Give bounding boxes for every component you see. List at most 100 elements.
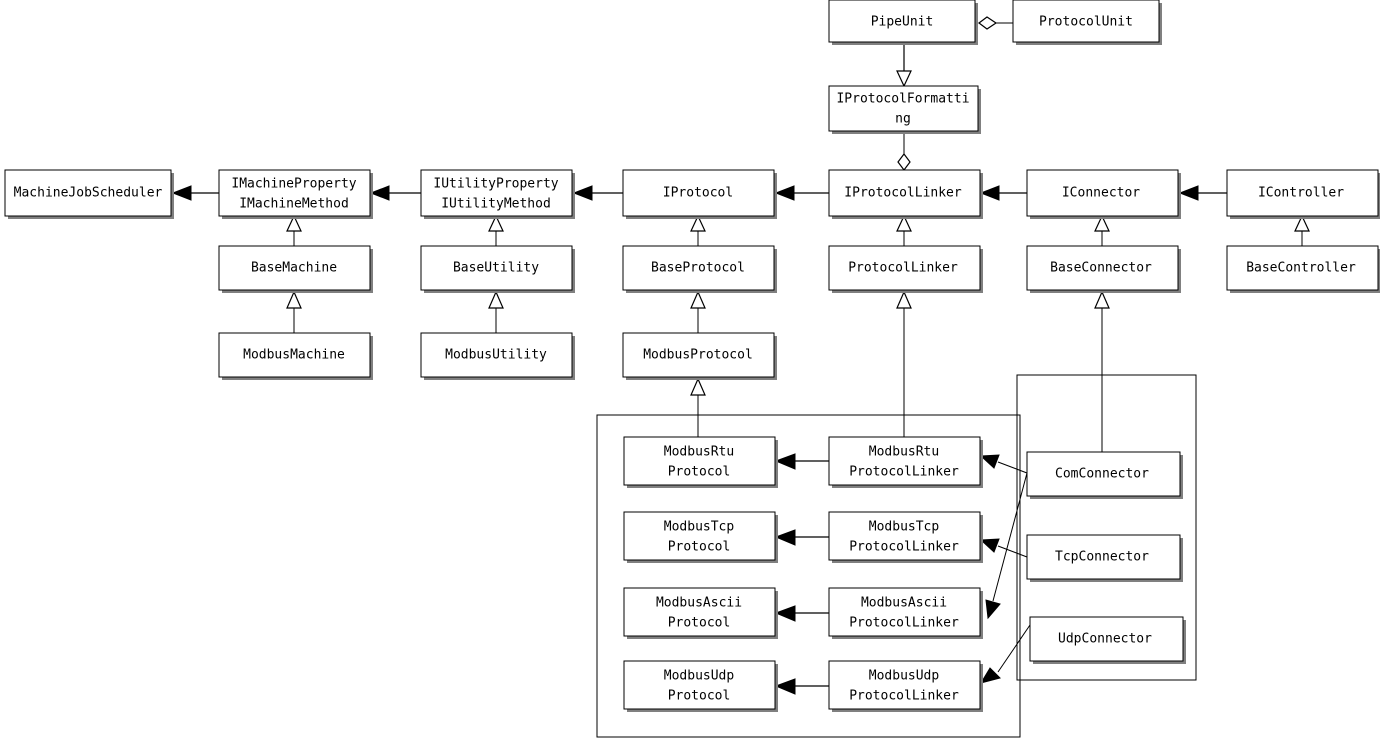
- node-machine-job-scheduler[interactable]: MachineJobScheduler: [4, 169, 174, 219]
- node-iprotocol-formatting[interactable]: IProtocolFormatti ng: [828, 85, 981, 134]
- node-pipe-unit[interactable]: PipeUnit: [828, 0, 978, 45]
- node-iutility-property-method[interactable]: IUtilityProperty IUtilityMethod: [420, 169, 575, 219]
- node-label-line1: IUtilityProperty: [433, 177, 558, 192]
- node-label: ComConnector: [1055, 467, 1149, 482]
- arrowhead-solid: [774, 453, 796, 470]
- node-label: PipeUnit: [871, 15, 934, 30]
- arrowhead-solid: [369, 185, 390, 201]
- node-label-line1: ModbusAscii: [656, 596, 742, 611]
- arrowhead-solid: [774, 678, 796, 695]
- node-icontroller[interactable]: IController: [1226, 169, 1380, 219]
- node-label: BaseMachine: [251, 261, 337, 276]
- node-iprotocol-linker[interactable]: IProtocolLinker: [828, 169, 983, 219]
- group-connectors: [1016, 374, 1197, 681]
- node-modbus-rtu-protocol[interactable]: ModbusRtu Protocol: [623, 436, 778, 488]
- node-label: MachineJobScheduler: [14, 186, 163, 201]
- node-protocol-linker[interactable]: ProtocolLinker: [828, 245, 983, 293]
- edge-comconnector-asciilinker: [992, 472, 1028, 602]
- node-modbus-udp-protocol[interactable]: ModbusUdp Protocol: [623, 660, 778, 712]
- node-label: IProtocolLinker: [844, 186, 962, 201]
- group-modbus-protocols: [596, 414, 1021, 738]
- node-modbus-rtu-protocol-linker[interactable]: ModbusRtu ProtocolLinker: [828, 436, 983, 488]
- arrowhead-hollow-triangle: [896, 70, 912, 88]
- arrowhead-hollow-triangle: [1094, 214, 1110, 232]
- arrowhead-aggregation-diamond: [897, 153, 911, 171]
- node-udp-connector[interactable]: UdpConnector: [1029, 616, 1186, 664]
- node-label-line1: ModbusRtu: [869, 445, 939, 460]
- node-label-line2: ProtocolLinker: [849, 465, 959, 480]
- node-base-protocol[interactable]: BaseProtocol: [622, 245, 777, 293]
- arrowhead-solid: [979, 538, 1000, 553]
- node-label: IController: [1258, 186, 1344, 201]
- node-label: ProtocolUnit: [1039, 15, 1133, 30]
- arrowhead-solid: [774, 529, 796, 546]
- node-label-line2: ProtocolLinker: [849, 689, 959, 704]
- node-label: ProtocolLinker: [848, 261, 958, 276]
- node-label-line1: ModbusAscii: [861, 596, 947, 611]
- node-label: IProtocol: [663, 186, 733, 201]
- node-tcp-connector[interactable]: TcpConnector: [1026, 534, 1183, 582]
- node-modbus-utility[interactable]: ModbusUtility: [420, 332, 575, 380]
- node-label-line1: ModbusRtu: [664, 445, 734, 460]
- node-label: UdpConnector: [1058, 632, 1152, 647]
- arrowhead-hollow-triangle: [286, 214, 302, 232]
- node-label-line2: ProtocolLinker: [849, 540, 959, 555]
- node-base-utility[interactable]: BaseUtility: [420, 245, 575, 293]
- node-label-line1: ModbusUdp: [664, 669, 735, 684]
- node-imachine-property-method[interactable]: IMachineProperty IMachineMethod: [218, 169, 373, 219]
- node-label-line2: ng: [895, 112, 911, 127]
- arrowhead-hollow-triangle: [488, 214, 504, 232]
- node-modbus-tcp-protocol-linker[interactable]: ModbusTcp ProtocolLinker: [828, 511, 983, 563]
- node-label-line1: ModbusTcp: [869, 520, 940, 535]
- arrowhead-hollow-triangle: [690, 290, 706, 309]
- node-com-connector[interactable]: ComConnector: [1026, 451, 1183, 499]
- node-base-connector[interactable]: BaseConnector: [1026, 245, 1181, 293]
- arrowhead-hollow-triangle: [896, 214, 912, 232]
- node-label-line2: Protocol: [668, 689, 731, 704]
- node-label-line2: Protocol: [668, 616, 731, 631]
- node-label-line1: IProtocolFormatti: [836, 92, 969, 107]
- node-label-line2: Protocol: [668, 540, 731, 555]
- arrowhead-solid: [979, 667, 1001, 684]
- node-label: ModbusProtocol: [643, 348, 753, 363]
- node-modbus-tcp-protocol[interactable]: ModbusTcp Protocol: [623, 511, 778, 563]
- arrowhead-hollow-triangle: [1294, 214, 1310, 232]
- node-label-line1: ModbusUdp: [869, 669, 940, 684]
- arrowhead-hollow-triangle: [1094, 290, 1110, 309]
- edge-udpconnector-udplinker: [997, 624, 1031, 673]
- arrowhead-solid: [985, 599, 1001, 620]
- node-modbus-udp-protocol-linker[interactable]: ModbusUdp ProtocolLinker: [828, 660, 983, 712]
- node-label: BaseController: [1246, 261, 1356, 276]
- node-protocol-unit[interactable]: ProtocolUnit: [1012, 0, 1162, 45]
- arrowhead-solid: [572, 185, 593, 201]
- arrowhead-solid: [774, 185, 795, 201]
- arrowhead-hollow-triangle: [690, 377, 706, 396]
- edge-tcpconnector-tcplinker: [997, 545, 1028, 558]
- node-modbus-ascii-protocol[interactable]: ModbusAscii Protocol: [623, 587, 778, 639]
- arrowhead-solid: [979, 185, 1000, 201]
- node-label: ModbusMachine: [243, 348, 345, 363]
- arrowhead-hollow-triangle: [286, 290, 302, 309]
- node-base-machine[interactable]: BaseMachine: [218, 245, 373, 293]
- node-label: BaseUtility: [453, 261, 539, 276]
- node-label-line2: Protocol: [668, 465, 731, 480]
- node-label: ModbusUtility: [445, 348, 547, 363]
- node-label-line2: IUtilityMethod: [441, 197, 551, 212]
- node-label-line1: IMachineProperty: [231, 177, 356, 192]
- node-modbus-machine[interactable]: ModbusMachine: [218, 332, 373, 380]
- arrowhead-hollow-triangle: [488, 290, 504, 309]
- node-label-line2: ProtocolLinker: [849, 616, 959, 631]
- node-modbus-protocol[interactable]: ModbusProtocol: [622, 332, 777, 380]
- node-iprotocol[interactable]: IProtocol: [622, 169, 777, 219]
- arrowhead-hollow-triangle: [690, 214, 706, 232]
- arrowhead-solid: [774, 605, 796, 622]
- node-label: TcpConnector: [1055, 550, 1149, 565]
- arrowhead-aggregation-diamond: [978, 16, 998, 30]
- node-iconnector[interactable]: IConnector: [1026, 169, 1181, 219]
- edge-comconnector-rtulinker: [997, 461, 1028, 474]
- arrowhead-solid: [979, 454, 1000, 469]
- node-modbus-ascii-protocol-linker[interactable]: ModbusAscii ProtocolLinker: [828, 587, 983, 639]
- node-base-controller[interactable]: BaseController: [1226, 245, 1380, 293]
